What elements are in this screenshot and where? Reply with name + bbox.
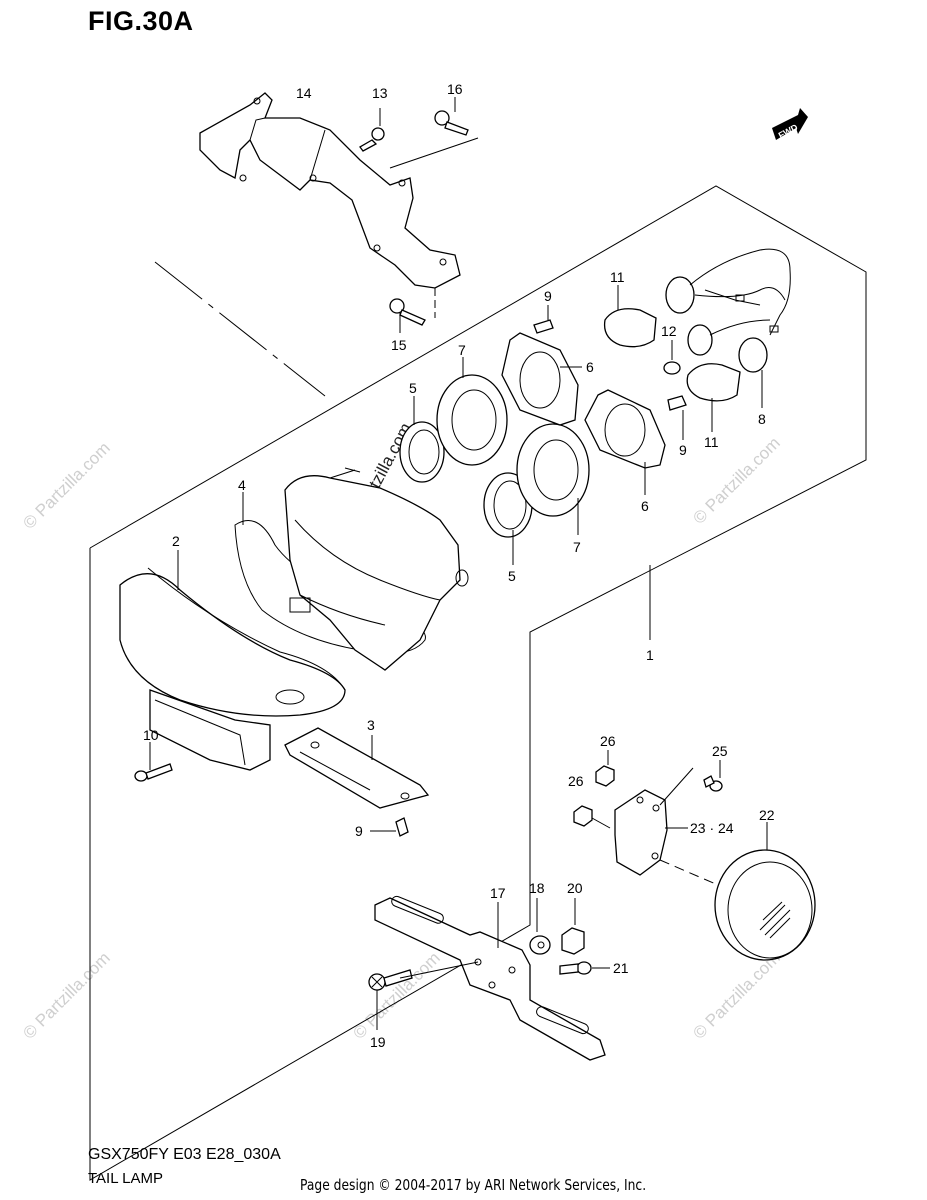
part-11-bulb-lower <box>686 363 741 432</box>
part-26-nut-lower <box>573 805 611 829</box>
callout-7b: 7 <box>573 539 581 555</box>
callout-9b: 9 <box>679 442 687 458</box>
callout-15: 15 <box>391 337 407 353</box>
watermark: © Partzilla.com <box>19 948 113 1042</box>
part-7-ring-upper <box>436 357 508 466</box>
callout-8: 8 <box>758 411 766 427</box>
part-5-socket-upper <box>399 396 445 483</box>
watermark: © Partzilla.com <box>19 438 113 532</box>
fwd-arrow-icon: FWD <box>772 108 808 141</box>
callout-10: 10 <box>143 727 159 743</box>
part-4-gasket <box>234 492 426 654</box>
callout-12: 12 <box>661 323 677 339</box>
part-13-screw <box>359 108 385 152</box>
part-18-washer <box>529 898 551 955</box>
part-10-screw <box>134 742 173 782</box>
part-8-wiring-harness <box>665 248 791 408</box>
callout-2: 2 <box>172 533 180 549</box>
part-12-small-bulb <box>663 340 681 375</box>
callout-3: 3 <box>367 717 375 733</box>
part-2-lens <box>119 550 346 771</box>
callout-4: 4 <box>238 477 246 493</box>
lamp-housing <box>284 467 469 671</box>
callout-18: 18 <box>529 880 545 896</box>
callout-6b: 6 <box>641 498 649 514</box>
callout-26a: 26 <box>600 733 616 749</box>
callout-1: 1 <box>646 647 654 663</box>
callout-17: 17 <box>490 885 506 901</box>
callout-11b: 11 <box>704 434 719 450</box>
part-19-screw <box>368 961 479 1030</box>
callout-22: 22 <box>759 807 775 823</box>
part-6-gasket-lower <box>584 389 666 495</box>
callout-7a: 7 <box>458 342 466 358</box>
callout-13: 13 <box>372 85 388 101</box>
assembly-boundary <box>89 185 867 1181</box>
part-22-reflector <box>714 822 816 961</box>
callout-9c: 9 <box>355 823 363 839</box>
part-14-bracket <box>199 92 461 318</box>
part-16-screw <box>389 97 479 169</box>
callout-9a: 9 <box>544 288 552 304</box>
part-26-nut-upper <box>595 750 615 787</box>
callout-26b: 26 <box>568 773 584 789</box>
callout-21: 21 <box>613 960 629 976</box>
part-9-screw-middle <box>667 395 687 440</box>
callout-labels: 1 2 3 4 5 5 6 6 7 7 8 9 9 9 10 11 11 12 … <box>143 81 775 1050</box>
section-name: TAIL LAMP <box>88 1170 164 1187</box>
part-25-screw <box>703 760 723 792</box>
part-11-bulb-upper <box>603 285 657 348</box>
model-code: GSX750FY E03 E28_030A <box>88 1146 281 1163</box>
callout-6a: 6 <box>586 359 594 375</box>
watermark: © Partzilla.com <box>689 948 783 1042</box>
part-6-gasket-upper <box>501 332 582 426</box>
callout-19: 19 <box>370 1034 386 1050</box>
callout-5a: 5 <box>409 380 417 396</box>
part-21-bolt <box>559 961 610 975</box>
page-credit: Page design © 2004-2017 by ARI Network S… <box>300 1176 647 1194</box>
part-9-screw-lower <box>370 817 409 837</box>
callout-5b: 5 <box>508 568 516 584</box>
part-9-screw-upper <box>533 305 554 334</box>
watermark: © Partzilla.com <box>349 948 443 1042</box>
callout-23-24: 23 · 24 <box>690 820 734 836</box>
part-20-nut <box>561 898 585 955</box>
figure-title: FIG.30A <box>88 6 194 36</box>
part-7-ring-lower <box>516 423 590 535</box>
part-23-24-bracket <box>614 767 726 889</box>
callout-20: 20 <box>567 880 583 896</box>
part-15-screw <box>389 298 426 333</box>
callout-16: 16 <box>447 81 463 97</box>
part-3-plate <box>284 727 430 809</box>
callout-25: 25 <box>712 743 728 759</box>
callout-14: 14 <box>296 85 312 101</box>
callout-11a: 11 <box>610 269 625 285</box>
part-17-license-bracket <box>374 895 606 1061</box>
